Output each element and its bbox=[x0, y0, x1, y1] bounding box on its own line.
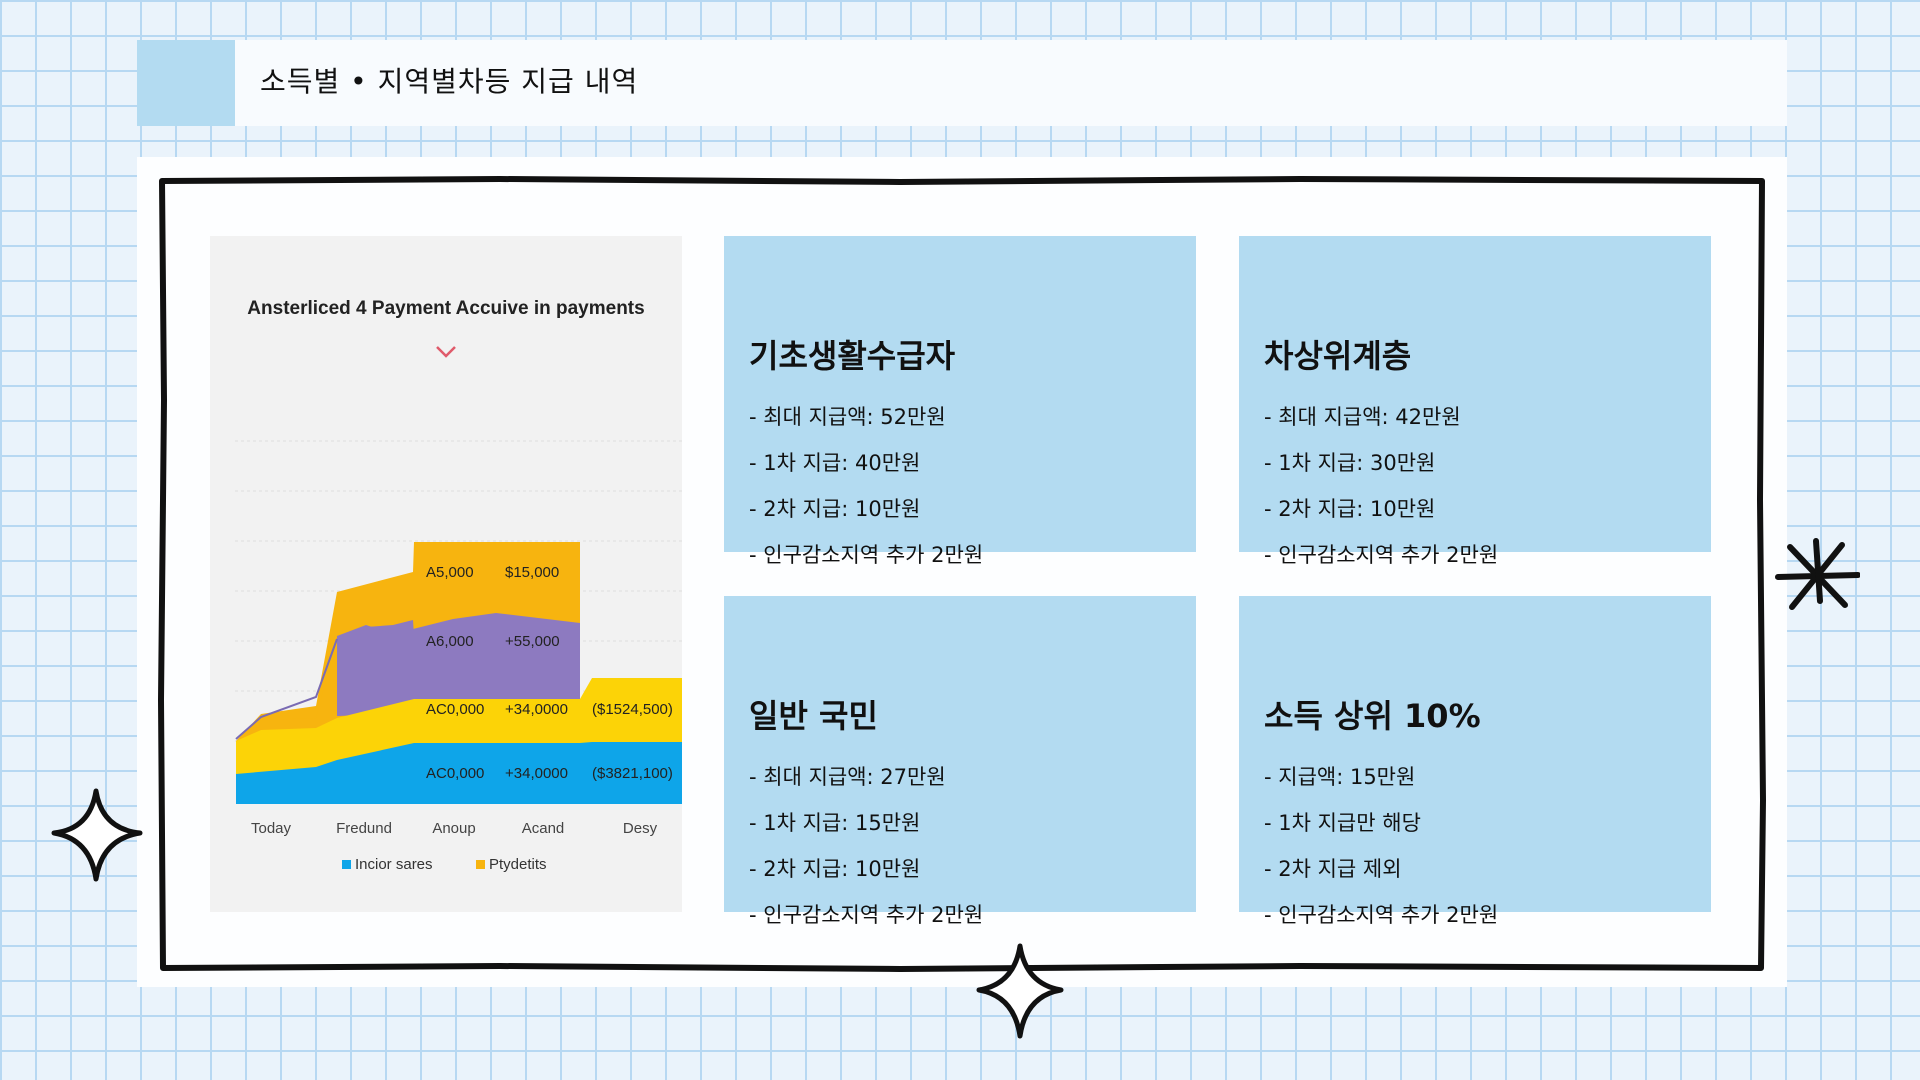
data-label-name: A6,000 bbox=[426, 633, 474, 650]
card-line: - 최대 지급액: 42만원 bbox=[1264, 405, 1461, 429]
card-line: - 인구감소지역 추가 2만원 bbox=[749, 903, 984, 927]
asterisk-icon bbox=[1775, 538, 1860, 610]
chart-x-ticks: Today Fredund Anoup Acand Desy bbox=[251, 820, 658, 837]
data-label-extra: ($3821,100) bbox=[592, 765, 673, 782]
card-line: - 최대 지급액: 52만원 bbox=[749, 405, 946, 429]
card-title: 일반 국민 bbox=[749, 697, 878, 735]
legend-swatch-2 bbox=[476, 860, 485, 869]
card-line: - 1차 지급: 15만원 bbox=[749, 811, 921, 835]
title-bar bbox=[137, 40, 1787, 126]
card-line: - 인구감소지역 추가 2만원 bbox=[1264, 543, 1499, 567]
sparkle-star-icon bbox=[976, 943, 1064, 1039]
card-title: 소득 상위 10% bbox=[1264, 697, 1481, 735]
payment-chart: Ansterliced 4 Payment Accuive in payment… bbox=[235, 298, 682, 873]
area-series-purple-top bbox=[337, 613, 580, 716]
data-label-value: +34,0000 bbox=[505, 765, 568, 782]
card-line: - 2차 지급: 10만원 bbox=[1264, 497, 1436, 521]
card-line: - 인구감소지역 추가 2만원 bbox=[749, 543, 984, 567]
card-title: 기초생활수급자 bbox=[749, 337, 956, 375]
data-label-value: $15,000 bbox=[505, 564, 559, 581]
card-line: - 1차 지급만 해당 bbox=[1264, 811, 1421, 835]
card-title: 차상위계층 bbox=[1264, 337, 1412, 375]
data-label-extra: ($1524,500) bbox=[592, 701, 673, 718]
page-title: 소득별 • 지역별차등 지급 내역 bbox=[260, 65, 639, 98]
card-line: - 2차 지급 제외 bbox=[1264, 857, 1402, 881]
data-label-value: +34,0000 bbox=[505, 701, 568, 718]
card-general-public: 일반 국민 - 최대 지급액: 27만원 - 1차 지급: 15만원 - 2차 … bbox=[724, 596, 1196, 927]
x-tick-label: Desy bbox=[623, 820, 658, 837]
legend-label-1: Incior sares bbox=[355, 856, 433, 873]
x-tick-label: Anoup bbox=[432, 820, 475, 837]
chart-legend: Incior sares Ptydetits bbox=[342, 856, 547, 873]
data-label-name: AC0,000 bbox=[426, 765, 484, 782]
chevron-down-icon bbox=[436, 346, 456, 358]
card-near-poverty: 차상위계층 - 최대 지급액: 42만원 - 1차 지급: 30만원 - 2차 … bbox=[1239, 236, 1711, 567]
legend-swatch-1 bbox=[342, 860, 351, 869]
card-line: - 1차 지급: 40만원 bbox=[749, 451, 921, 475]
legend-label-2: Ptydetits bbox=[489, 856, 547, 873]
data-label-name: AC0,000 bbox=[426, 701, 484, 718]
data-label-value: +55,000 bbox=[505, 633, 560, 650]
title-accent-block bbox=[137, 40, 235, 126]
card-line: - 최대 지급액: 27만원 bbox=[749, 765, 946, 789]
x-tick-label: Acand bbox=[522, 820, 565, 837]
data-label-name: A5,000 bbox=[426, 564, 474, 581]
chart-card: Ansterliced 4 Payment Accuive in payment… bbox=[210, 236, 682, 912]
card-basic-livelihood: 기초생활수급자 - 최대 지급액: 52만원 - 1차 지급: 40만원 - 2… bbox=[724, 236, 1196, 567]
card-line: - 2차 지급: 10만원 bbox=[749, 857, 921, 881]
card-line: - 2차 지급: 10만원 bbox=[749, 497, 921, 521]
area-series-blue bbox=[236, 742, 682, 804]
sparkle-star-icon bbox=[51, 788, 143, 882]
card-line: - 인구감소지역 추가 2만원 bbox=[1264, 903, 1499, 927]
card-top-income: 소득 상위 10% - 지급액: 15만원 - 1차 지급만 해당 - 2차 지… bbox=[1239, 596, 1711, 927]
card-line: - 지급액: 15만원 bbox=[1264, 765, 1416, 789]
chart-areas bbox=[235, 542, 682, 804]
card-line: - 1차 지급: 30만원 bbox=[1264, 451, 1436, 475]
chart-title: Ansterliced 4 Payment Accuive in payment… bbox=[247, 298, 644, 319]
series-line bbox=[235, 638, 338, 740]
x-tick-label: Today bbox=[251, 820, 292, 837]
x-tick-label: Fredund bbox=[336, 820, 392, 837]
